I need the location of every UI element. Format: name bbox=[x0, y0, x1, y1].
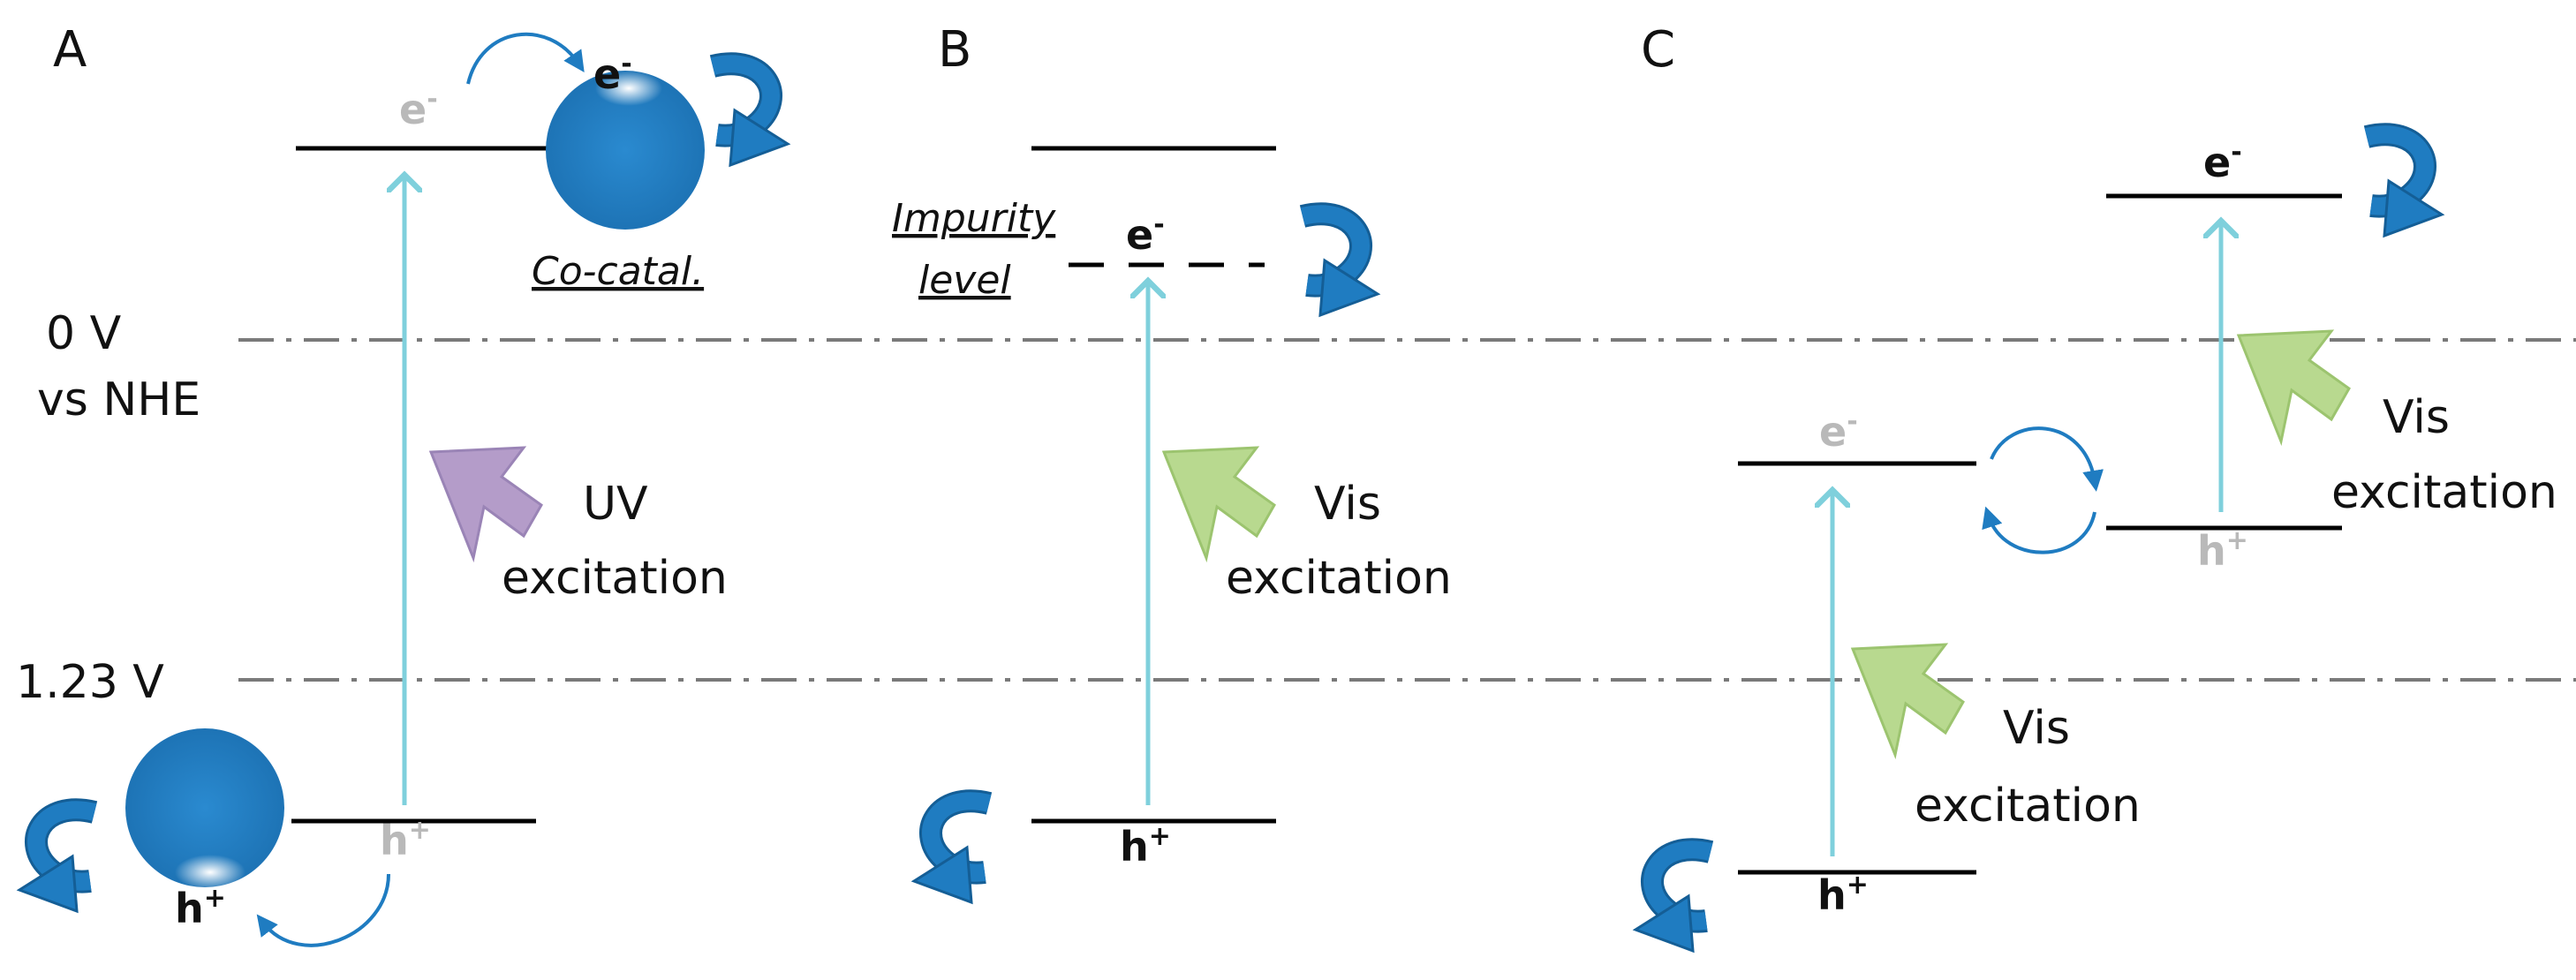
ref-label-vs-nhe: vs NHE bbox=[37, 373, 200, 426]
electron-c-right: e- bbox=[2203, 137, 2242, 186]
vis-excitation-arrow-b bbox=[1162, 446, 1276, 560]
hole-on-cocatalyst: h+ bbox=[175, 883, 226, 932]
z-scheme-arrow-upper bbox=[1990, 426, 2104, 492]
transfer-arrow-bottom bbox=[256, 873, 390, 947]
cocatalyst-sphere-bottom bbox=[125, 728, 284, 887]
vis-label-c-upper: Vis bbox=[2383, 391, 2450, 444]
hole-c: h+ bbox=[1817, 870, 1869, 919]
vis-excitation-arrow-c-lower bbox=[1851, 643, 1965, 757]
panel-letter-c: C bbox=[1641, 21, 1675, 79]
ref-label-1-23v: 1.23 V bbox=[16, 656, 164, 709]
redox-curl-arrow-b-bottom bbox=[914, 801, 989, 902]
electron-b: e- bbox=[1126, 209, 1165, 259]
cocatalyst-label: Co-catal. bbox=[532, 249, 704, 294]
hole-grey-c: h+ bbox=[2197, 525, 2248, 575]
electron-grey-c: e- bbox=[1819, 406, 1858, 456]
redox-curl-arrow-c-bottom bbox=[1635, 849, 1711, 951]
panel-letter-b: B bbox=[938, 21, 971, 79]
z-scheme-arrow-lower bbox=[1982, 506, 2096, 554]
redox-curl-arrow-b-top bbox=[1303, 214, 1378, 315]
hole-b: h+ bbox=[1120, 821, 1171, 871]
electron-grey-a: e- bbox=[399, 84, 438, 133]
vis-excitation-label-c-lower: excitation bbox=[1915, 780, 2141, 833]
impurity-label-line2: level bbox=[918, 258, 1011, 303]
vis-excitation-label-c-upper: excitation bbox=[2331, 466, 2557, 519]
cocatalyst-sphere-top bbox=[546, 71, 705, 230]
vis-label-b: Vis bbox=[1314, 478, 1381, 531]
redox-curl-arrow-a-top bbox=[713, 64, 788, 165]
ref-label-0v: 0 V bbox=[46, 307, 122, 360]
uv-label: UV bbox=[583, 478, 648, 531]
uv-excitation-label: excitation bbox=[502, 552, 728, 605]
panel-letter-a: A bbox=[53, 21, 87, 79]
uv-excitation-arrow bbox=[429, 446, 543, 560]
vis-label-c-lower: Vis bbox=[2003, 702, 2070, 755]
transfer-arrow-top bbox=[466, 32, 585, 85]
vis-excitation-label-b: excitation bbox=[1226, 552, 1452, 605]
redox-curl-arrow-c-top bbox=[2367, 134, 2442, 236]
sphere-glow-bottom bbox=[175, 855, 246, 890]
impurity-label-line1: Impurity bbox=[892, 196, 1056, 241]
sphere-glow-top bbox=[595, 71, 662, 106]
electron-on-cocatalyst: e- bbox=[593, 49, 632, 98]
hole-grey-a: h+ bbox=[380, 815, 431, 864]
vis-excitation-arrow-c-upper bbox=[2237, 329, 2351, 443]
redox-curl-arrow-a-bottom bbox=[19, 810, 94, 911]
